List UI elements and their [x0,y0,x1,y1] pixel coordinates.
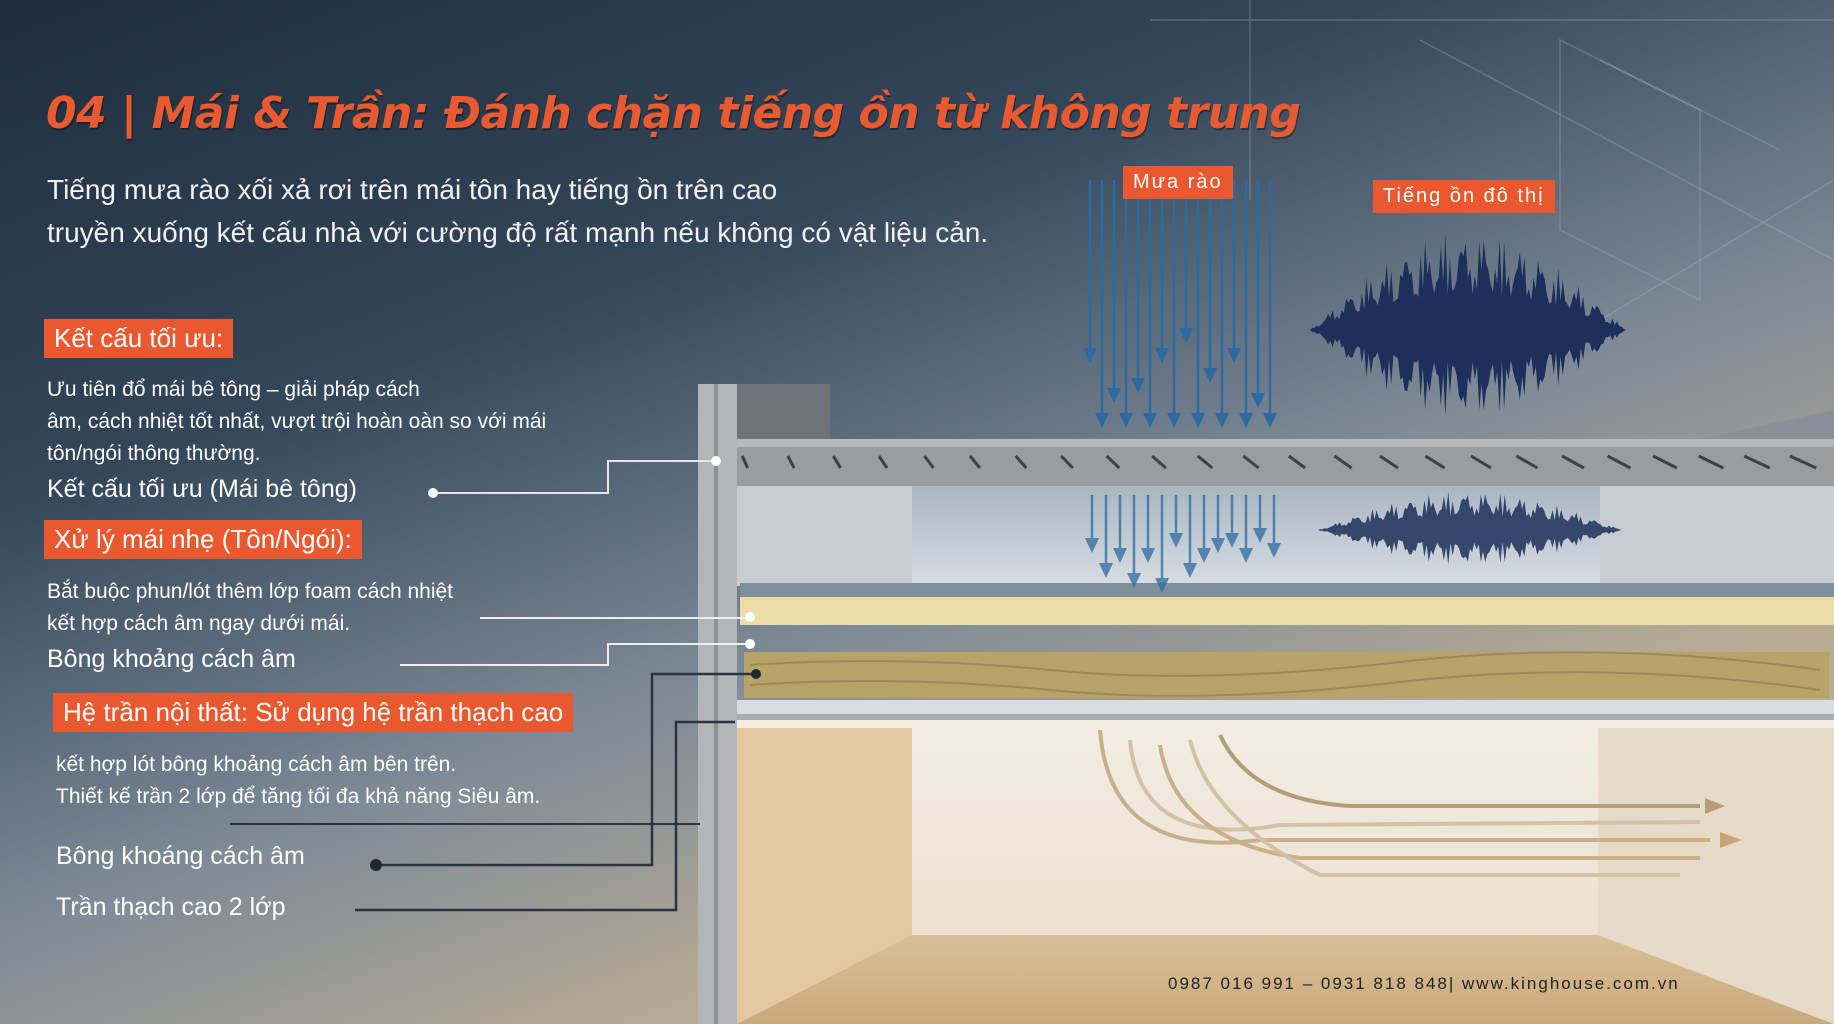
rain-arrowhead [1169,533,1183,548]
rebar-mark [1379,454,1399,470]
rebar-mark [1151,454,1167,470]
rain-arrowhead [1239,413,1253,428]
rebar-mark [1470,454,1492,470]
footer-contact: 0987 016 991 – 0931 818 848| www.kinghou… [1168,974,1680,993]
rebar-mark [1789,454,1817,470]
rain-arrowhead [1131,378,1145,393]
section-heading-light-roof: Xử lý mái nhẹ (Tôn/Ngói): [44,520,362,559]
tag-urban-noise: Tiếng ồn đô thị [1373,180,1555,213]
rebar-mark [1287,454,1307,470]
callout-label-double-gypsum: Trần thạch cao 2 lớp [56,893,286,921]
rebar-mark [923,455,935,469]
rain-arrows [1083,180,1277,428]
mineral-wool [744,652,1829,698]
page-title: 04 | Mái & Trần: Đánh chặn tiếng ồn từ k… [46,88,1301,139]
rain-arrowhead [1179,328,1193,343]
subtitle-line-1: Tiếng mưa rào xối xả rơi trên mái tôn ha… [47,174,778,205]
rain-arrowhead [1251,393,1265,408]
callout-label-mineral-wool: Bông khoảng cách âm [47,645,296,673]
rain-arrowhead [1211,538,1225,553]
rebar-mark [1561,454,1585,470]
rain-arrowhead [1099,563,1113,578]
section-body-line: kết hợp cách âm ngay dưới mái. [47,612,351,635]
rain-arrowhead [1107,388,1121,403]
metal-roof-sheet [740,583,1834,597]
rebar-mark [1606,454,1632,470]
rebar-mark [1196,454,1214,470]
rain-arrowhead [1167,413,1181,428]
rain-arrowhead [1183,563,1197,578]
rain-arrowhead [1095,413,1109,428]
rain-arrowhead [1155,578,1169,593]
rain-arrowhead [1119,413,1133,428]
rain-arrowhead [1197,548,1211,563]
urban-noise-waveform [1310,234,1626,417]
section-body-line: tôn/ngói thông thường. [47,442,261,465]
rain-arrowhead [1253,528,1267,543]
rain-arrowhead [1083,348,1097,363]
rebar-mark [877,455,889,469]
callout-label-concrete-roof: Kết cấu tối ưu (Mái bê tông) [47,475,357,503]
callout-lines [230,456,761,912]
rebar-mark [1242,454,1260,470]
rain-arrowhead [1227,348,1241,363]
rain-arrowhead [1215,413,1229,428]
rain-arrowhead [1263,413,1277,428]
rebar-mark [740,455,750,469]
rain-arrowhead [1239,548,1253,563]
rebar-mark [1424,454,1446,470]
section-body-line: Bắt buộc phun/lót thêm lớp foam cách nhi… [47,580,454,603]
subtitle-line-2: truyền xuống kết cấu nhà với cường độ rấ… [47,217,989,248]
rebar-mark [786,455,796,469]
section-body-line: Thiết kế trần 2 lớp để tăng tối đa khả n… [56,785,541,808]
section-heading-interior-ceiling: Hệ trần nội thất: Sử dụng hệ trần thạch … [53,693,574,732]
rain-arrowhead [1225,533,1239,548]
rebar-mark [1105,454,1121,470]
tag-rain: Mưa rào [1123,166,1233,199]
rain-arrowhead [1113,548,1127,563]
dispersed-sound-arrows [1098,729,1742,877]
rebar-mark [1333,454,1353,470]
rain-arrowhead [1267,543,1281,558]
section-heading-optimal-structure: Kết cấu tối ưu: [44,319,234,358]
rebar-mark [832,455,842,469]
gypsum-ceiling [737,700,1834,714]
attenuated-rain-arrows [1085,495,1281,593]
rebar-mark [968,455,982,469]
rain-arrowhead [1141,548,1155,563]
section-body-line: âm, cách nhiệt tốt nhất, vượt trội hoàn … [47,410,547,433]
rain-arrowhead [1155,348,1169,363]
rebar-mark [1515,454,1539,470]
rain-arrowhead [1085,538,1099,553]
rebar-mark [1652,454,1678,470]
rain-arrowhead [1203,368,1217,383]
rebar-mark [1698,454,1724,470]
rain-arrowhead [1143,413,1157,428]
foam-layer [740,597,1834,625]
rebar-mark [1014,454,1028,470]
rain-arrowhead [1191,413,1205,428]
rain-arrowhead [1127,573,1141,588]
attenuated-noise-waveform [1318,491,1622,565]
callout-label-mineral-wool-ceiling: Bông khoáng cách âm [56,842,305,870]
section-body-line: kết hợp lót bông khoảng cách âm bên trên… [56,753,457,776]
rebar-mark [1743,454,1771,470]
section-body-line: Ưu tiên đổ mái bê tông – giải pháp cách [47,378,420,401]
rebar-mark [1060,454,1074,470]
